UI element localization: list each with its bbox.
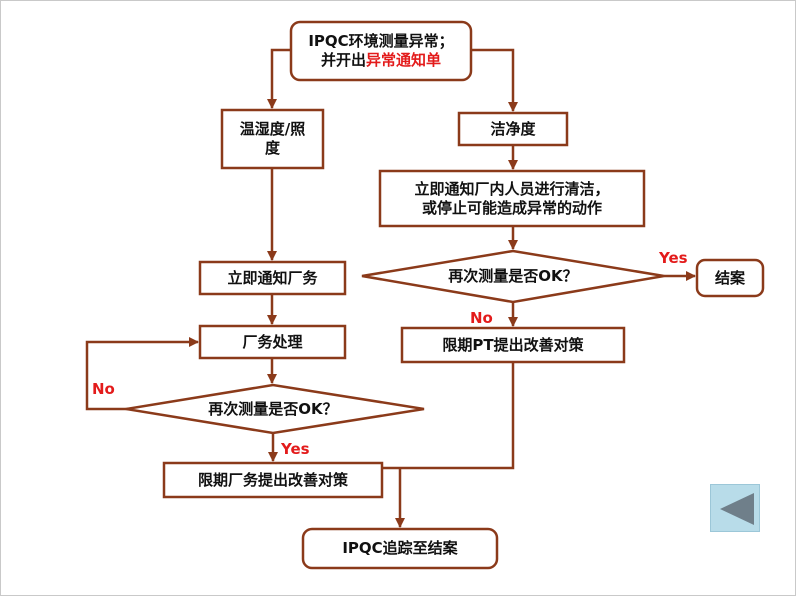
arrow-start-to-clean bbox=[471, 48, 518, 112]
ipqc-track-label: IPQC追踪至结案 bbox=[342, 539, 458, 557]
temp-node-label: 温湿度/照 度 bbox=[222, 110, 323, 168]
pt-improve-label: 限期PT提出改善对策 bbox=[442, 335, 584, 354]
back-icon-svg bbox=[720, 493, 754, 525]
factory-handle-node-box bbox=[198, 324, 347, 360]
factory-handle-node-label: 厂务处理 bbox=[242, 332, 303, 351]
arrow-start-to-temp bbox=[267, 48, 291, 109]
start-line1: IPQC环境测量异常； bbox=[308, 32, 454, 50]
notify-staff-node-box bbox=[378, 169, 646, 228]
recheck-right-label: 再次测量是否OK？ bbox=[448, 266, 578, 285]
start-line2-prefix: 并开出 bbox=[320, 51, 366, 69]
ipqc-track-node-box bbox=[301, 527, 499, 570]
close-case-label: 结案 bbox=[714, 268, 745, 287]
edge-label-right-yes: Yes bbox=[659, 249, 688, 267]
arrow-recheck-no-loop bbox=[85, 337, 199, 411]
factory-improve-label: 限期厂务提出改善对策 bbox=[197, 470, 348, 489]
notify-staff-node-label: 立即通知厂内人员进行清洁， 或停止可能造成异常的动作 bbox=[380, 171, 644, 226]
notify-staff-line2: 或停止可能造成异常的动作 bbox=[421, 198, 602, 217]
back-button[interactable] bbox=[710, 484, 760, 532]
close-case-node-box bbox=[695, 258, 765, 298]
edge-label-right-no: No bbox=[470, 309, 493, 327]
left-triangle-icon bbox=[720, 493, 754, 525]
temp-line1: 温湿度/照 bbox=[239, 120, 306, 138]
notify-factory-node-label: 立即通知厂务 bbox=[227, 268, 318, 287]
temp-line2: 度 bbox=[264, 139, 280, 157]
recheck-left-diamond bbox=[125, 383, 425, 435]
edge-label-left-no: No bbox=[92, 380, 115, 398]
recheck-left-label: 再次测量是否OK？ bbox=[208, 399, 338, 418]
start-node-label: IPQC环境测量异常； 并开出异常通知单 bbox=[291, 22, 471, 80]
line-pt-to-factory-improve bbox=[382, 362, 515, 470]
start-line2-highlight: 异常通知单 bbox=[366, 51, 442, 69]
clean-node-label: 洁净度 bbox=[490, 119, 536, 138]
start-line2: 并开出异常通知单 bbox=[321, 51, 441, 70]
notify-staff-line1: 立即通知厂内人员进行清洁， bbox=[414, 179, 610, 198]
factory-improve-node-box bbox=[162, 461, 384, 499]
edge-label-left-yes: Yes bbox=[281, 440, 310, 458]
